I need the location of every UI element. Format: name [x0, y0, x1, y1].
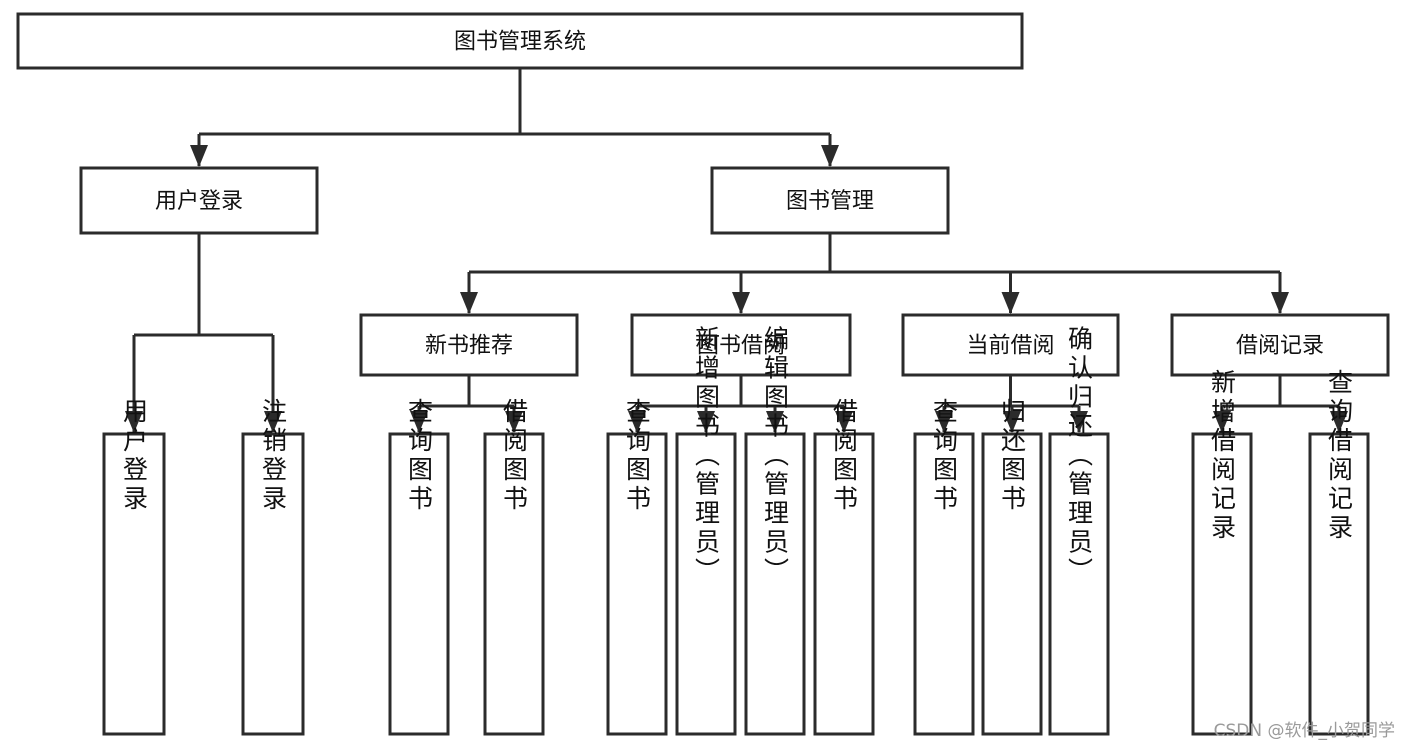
arrow-head-icon	[125, 411, 143, 433]
node-user-login[interactable]: 用户登录	[79, 166, 319, 235]
node-box[interactable]	[16, 12, 1024, 70]
node-label: 图书借阅	[697, 334, 785, 359]
node-box[interactable]	[813, 432, 875, 736]
node-box[interactable]	[388, 432, 450, 736]
node-new-book-recommend[interactable]: 新书推荐	[359, 313, 579, 377]
node-label: 新增借阅记录	[1208, 369, 1237, 543]
node-leaf-logout[interactable]: 注销登录	[241, 398, 305, 736]
node-label: 图书管理系统	[454, 30, 586, 55]
node-leaf-user-login[interactable]: 用户登录	[102, 398, 166, 736]
node-label: 新增图书（管理员）	[692, 326, 721, 587]
node-label: 图书管理	[786, 189, 874, 214]
node-box[interactable]	[744, 432, 806, 736]
node-book-borrow[interactable]: 图书借阅	[630, 313, 852, 377]
node-label: 查询图书	[930, 398, 959, 514]
node-box[interactable]	[1048, 432, 1110, 736]
node-label: 用户登录	[120, 398, 149, 514]
node-box[interactable]	[359, 313, 579, 377]
node-box[interactable]	[630, 313, 852, 377]
node-root-root[interactable]: 图书管理系统	[16, 12, 1024, 70]
node-box[interactable]	[1191, 432, 1253, 736]
arrow-head-icon	[835, 411, 853, 433]
arrow-head-icon	[1271, 292, 1289, 314]
node-leaf-query-record[interactable]: 查询借阅记录	[1308, 369, 1370, 736]
arrow-head-icon	[410, 411, 428, 433]
node-box[interactable]	[675, 432, 737, 736]
arrow-head-icon	[1003, 411, 1021, 433]
node-box[interactable]	[901, 313, 1120, 377]
node-box[interactable]	[1170, 313, 1390, 377]
arrow-head-icon	[628, 411, 646, 433]
arrow-head-icon	[460, 292, 478, 314]
arrow-head-icon	[732, 292, 750, 314]
node-box[interactable]	[710, 166, 950, 235]
connectors-layer	[125, 68, 1348, 433]
node-label: 用户登录	[155, 189, 243, 214]
node-box[interactable]	[606, 432, 668, 736]
node-label: 确认归还（管理员）	[1065, 326, 1094, 587]
node-label: 查询借阅记录	[1325, 369, 1354, 543]
arrow-head-icon	[1001, 292, 1020, 314]
node-box[interactable]	[241, 432, 305, 736]
node-label: 借阅图书	[830, 398, 859, 514]
arrow-head-icon	[1330, 411, 1348, 433]
arrow-head-icon	[264, 411, 282, 433]
node-label: 新书推荐	[425, 334, 513, 359]
node-leaf-borrow-book[interactable]: 借阅图书	[813, 398, 875, 736]
arrow-head-icon	[935, 411, 953, 433]
arrow-head-icon	[697, 411, 715, 433]
arrow-head-icon	[1070, 411, 1088, 433]
node-box[interactable]	[483, 432, 545, 736]
node-leaf-query-book-borrow[interactable]: 查询图书	[606, 398, 668, 736]
node-current-borrow[interactable]: 当前借阅	[901, 313, 1120, 377]
node-label: 借阅图书	[500, 398, 529, 514]
node-label: 归还图书	[998, 398, 1027, 514]
node-leaf-query-book-cur[interactable]: 查询图书	[913, 398, 975, 736]
arrow-head-icon	[505, 411, 523, 433]
node-leaf-add-book[interactable]: 新增图书（管理员）	[675, 326, 737, 736]
node-label: 查询图书	[405, 398, 434, 514]
node-borrow-record[interactable]: 借阅记录	[1170, 313, 1390, 377]
node-box[interactable]	[981, 432, 1043, 736]
arrow-head-icon	[821, 145, 839, 167]
node-label: 借阅记录	[1236, 334, 1324, 359]
node-label: 编辑图书（管理员）	[761, 326, 790, 587]
arrow-head-icon	[1213, 411, 1231, 433]
arrow-head-icon	[766, 411, 784, 433]
node-leaf-add-record[interactable]: 新增借阅记录	[1191, 369, 1253, 736]
node-label: 注销登录	[259, 398, 288, 514]
node-leaf-borrow-book-rec[interactable]: 借阅图书	[483, 398, 545, 736]
node-label: 当前借阅	[966, 334, 1054, 359]
node-leaf-return-book[interactable]: 归还图书	[981, 398, 1043, 736]
node-book-manage[interactable]: 图书管理	[710, 166, 950, 235]
node-box[interactable]	[102, 432, 166, 736]
nodes-layer: 图书管理系统用户登录图书管理新书推荐图书借阅当前借阅借阅记录用户登录注销登录查询…	[16, 12, 1390, 736]
node-box[interactable]	[79, 166, 319, 235]
node-leaf-confirm-return[interactable]: 确认归还（管理员）	[1048, 326, 1110, 736]
node-leaf-query-book-rec[interactable]: 查询图书	[388, 398, 450, 736]
node-box[interactable]	[1308, 432, 1370, 736]
node-box[interactable]	[913, 432, 975, 736]
node-leaf-edit-book[interactable]: 编辑图书（管理员）	[744, 326, 806, 736]
arrow-head-icon	[190, 145, 208, 167]
node-label: 查询图书	[623, 398, 652, 514]
